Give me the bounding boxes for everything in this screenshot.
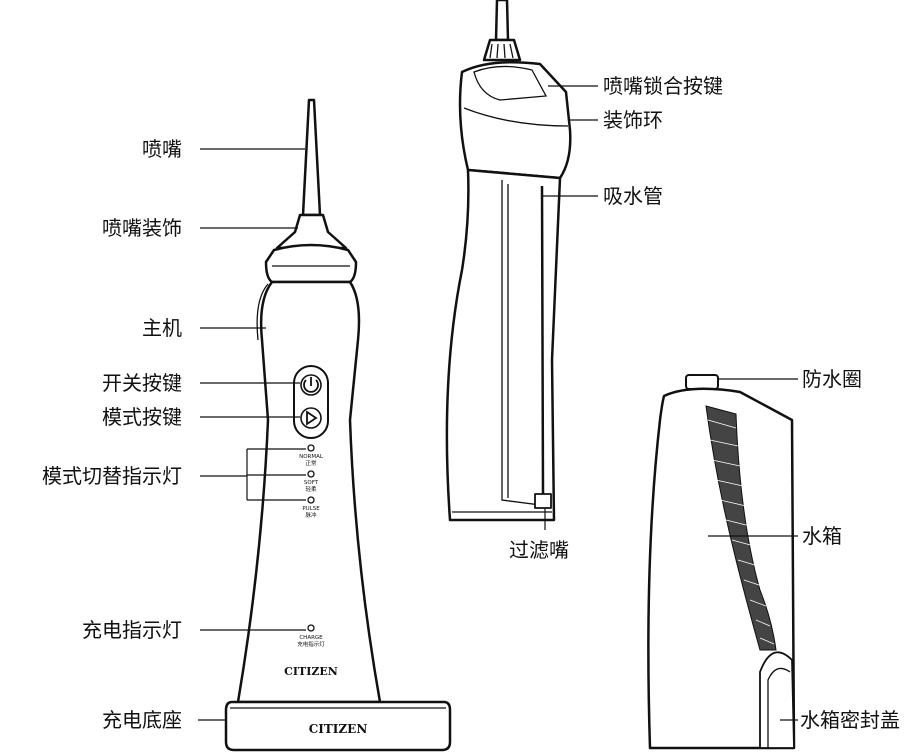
label-tank-seal-cover: 水箱密封盖 — [800, 708, 900, 732]
open-unit-figure — [445, 0, 572, 522]
mode-normal-cn: 正常 — [305, 459, 317, 467]
water-tank-figure — [647, 374, 796, 750]
pulse-led-icon — [307, 496, 315, 504]
tank-grip-texture — [705, 405, 777, 651]
main-unit-figure: NORMAL 正常 SOFT 轻柔 PULSE 脉冲 CHARGE 充电指示灯 … — [224, 98, 452, 752]
label-charge-indicator: 充电指示灯 — [82, 618, 182, 642]
tank-seal-cover-shape — [759, 651, 795, 749]
water-tank-shape — [647, 387, 796, 750]
open-body-shape — [445, 168, 562, 522]
body-brand-logo: CITIZEN — [284, 665, 338, 678]
base-brand-logo: CITIZEN — [309, 722, 368, 736]
power-button-icon[interactable] — [300, 374, 322, 396]
label-waterproof-ring: 防水圈 — [802, 367, 862, 391]
head-ring-shape — [264, 243, 358, 284]
waterproof-ring-shape — [685, 374, 719, 390]
mode-pulse-cn: 脉冲 — [305, 511, 317, 519]
nozzle-shape — [301, 98, 322, 217]
label-nozzle-trim: 喷嘴装饰 — [102, 216, 182, 240]
normal-led-icon — [307, 444, 315, 452]
label-charging-base: 充电底座 — [102, 708, 182, 732]
suction-tube-shape — [540, 185, 545, 495]
label-power-button: 开关按键 — [102, 371, 182, 395]
charging-base-shape — [224, 700, 452, 752]
mode-soft-en: SOFT — [304, 480, 319, 486]
label-mode-indicator: 模式切替指示灯 — [42, 464, 182, 488]
soft-led-icon — [307, 470, 315, 478]
mode-soft-cn: 轻柔 — [305, 485, 317, 493]
button-panel-shape — [293, 365, 329, 439]
label-filter-tip: 过滤嘴 — [509, 538, 569, 562]
mode-button-icon[interactable] — [300, 407, 322, 429]
label-water-tank: 水箱 — [802, 524, 842, 548]
label-nozzle-lock-button: 喷嘴锁合按键 — [603, 74, 723, 98]
label-main-unit: 主机 — [142, 316, 182, 340]
charge-cn: 充电指示灯 — [297, 640, 325, 648]
nozzle-trim-shape — [275, 213, 348, 250]
filter-tip-shape — [534, 493, 552, 509]
label-decor-ring: 装饰环 — [603, 108, 663, 132]
label-nozzle: 喷嘴 — [142, 137, 182, 161]
label-suction-tube: 吸水管 — [603, 184, 663, 208]
mode-normal-en: NORMAL — [299, 454, 324, 460]
mode-pulse-en: PULSE — [302, 506, 320, 512]
lock-collar-shape — [482, 38, 522, 62]
charge-led-icon — [307, 624, 315, 632]
label-mode-button: 模式按键 — [102, 405, 182, 429]
charge-en: CHARGE — [299, 635, 323, 641]
